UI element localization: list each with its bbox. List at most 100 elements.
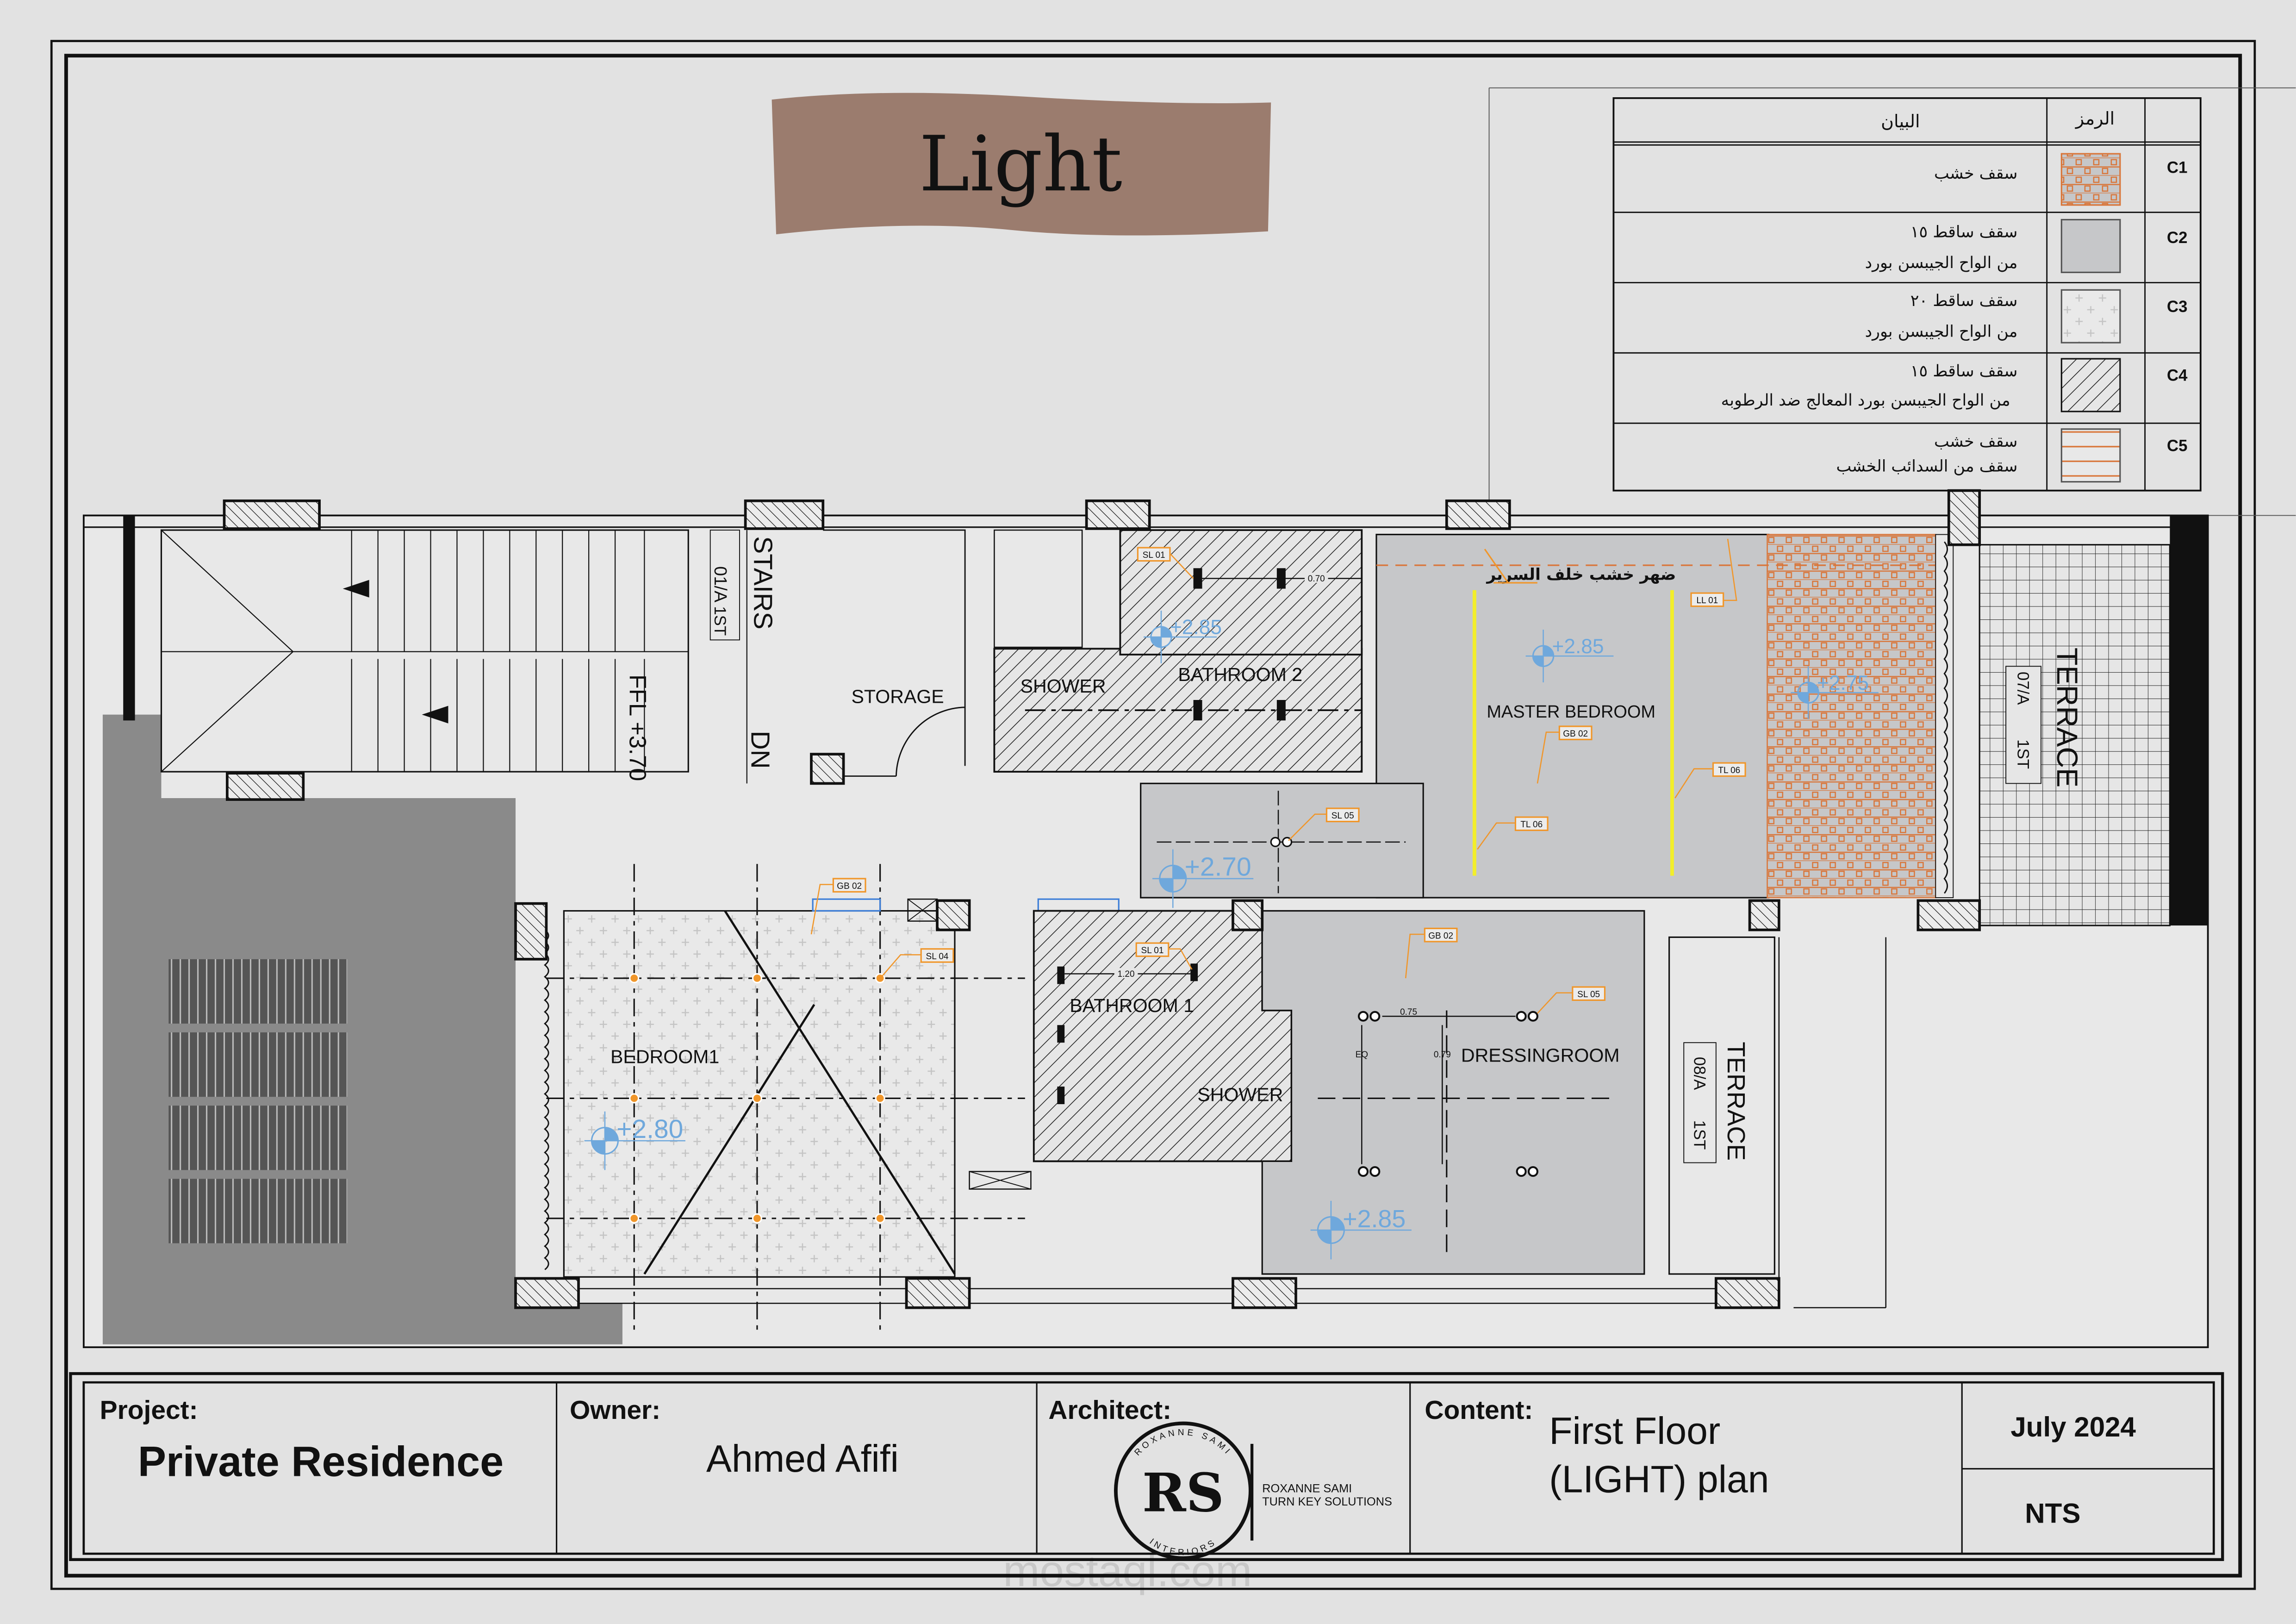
- legend-code: C2: [2167, 229, 2187, 247]
- bed-wall-note: ضهر خشب خلف السرير: [1486, 566, 1676, 584]
- spot-light: [1193, 568, 1202, 589]
- fixture-tag: TL 06: [1674, 762, 1746, 799]
- legend-swatch-c5: [2060, 428, 2121, 483]
- curtain: [543, 929, 549, 1270]
- content-line-2: (LIGHT) plan: [1549, 1458, 1769, 1500]
- sheet-title: Light: [919, 119, 1122, 208]
- master-bedroom-wood-ceiling-c1: [1767, 534, 1936, 899]
- stairs: 01/A 1ST STAIRS DN FFL +3.70: [160, 529, 778, 784]
- stair-arrow-icon: [422, 706, 448, 724]
- svg-text:GB 02: GB 02: [837, 881, 862, 891]
- fixture-tag: LL 01: [1690, 538, 1737, 607]
- fixture-tag: SL 01: [1137, 547, 1194, 579]
- elevation-marker: +2.80: [584, 1111, 685, 1170]
- legend-description: من الواح الجيبسن بورد المعالج ضد الرطوبه: [1721, 391, 2010, 410]
- legend-code: C1: [2167, 159, 2187, 176]
- legend-description: سقف ساقط ١٥: [1910, 362, 2018, 381]
- svg-text:+2.85: +2.85: [1170, 616, 1222, 639]
- terrace-east-ref-bottom: 1ST: [2014, 739, 2031, 769]
- legend-code: C4: [2167, 367, 2188, 384]
- content-line-1: First Floor: [1549, 1410, 1720, 1452]
- pendant-lights: [1357, 1011, 1538, 1177]
- legend-description: سقف خشب: [1934, 164, 2017, 183]
- bathroom-1-label: BATHROOM 1: [1070, 995, 1194, 1016]
- terrace-south: [1668, 936, 1775, 1275]
- svg-text:SL 05: SL 05: [1332, 811, 1354, 821]
- architect-tagline: TURN KEY SOLUTIONS: [1262, 1495, 1392, 1508]
- legend-description: من الواح الجيبسن بورد: [1865, 254, 2018, 272]
- legend-header-symbol: الرمز: [2075, 108, 2115, 129]
- bathroom-2-label: BATHROOM 2: [1178, 664, 1302, 685]
- stairs-ref-bottom: 1ST: [711, 606, 728, 636]
- fixture-tag: GB 02: [810, 878, 866, 935]
- elevation-marker: +2.70: [1152, 849, 1254, 908]
- project-label: Project:: [100, 1395, 198, 1425]
- terrace-south-label: TERRACE: [1722, 1042, 1750, 1161]
- svg-text:GB 02: GB 02: [1563, 729, 1588, 739]
- dimension-label: 1.20: [1118, 969, 1135, 979]
- fixture-tag: SL 05: [1537, 986, 1606, 1014]
- svg-text:LL 01: LL 01: [1696, 596, 1718, 606]
- terrace-east-label: TERRACE: [2051, 648, 2083, 787]
- content-label: Content:: [1425, 1395, 1533, 1425]
- legend-swatch-c3: [2060, 289, 2121, 344]
- elevation-marker: +2.85: [1144, 611, 1222, 663]
- vent-grille: [168, 959, 348, 1024]
- fixture-tag: GB 02: [1405, 927, 1458, 979]
- vent-grille: [168, 1179, 348, 1243]
- ceiling-legend: البيان الرمز C1 سقف خشب C2 سقف ساقط ١٥ م…: [1612, 97, 2202, 492]
- storage-label: STORAGE: [851, 686, 944, 707]
- elevation-marker: +2.85: [1310, 1200, 1412, 1260]
- curtain: [1943, 541, 1948, 894]
- ffl-label: FFL +3.70: [625, 675, 651, 781]
- spot-light: [1270, 837, 1281, 847]
- dimension-label: EQ: [1356, 1050, 1368, 1060]
- storage-walls: [823, 529, 966, 777]
- master-bedroom-label: MASTER BEDROOM: [1487, 702, 1655, 722]
- owner-label: Owner:: [570, 1395, 660, 1425]
- ceiling-elevation-markers: +2.85 +2.85 +2.75 +2.70 +2.80 +2.85: [584, 611, 1879, 1260]
- dimension-label: 0.70: [1308, 574, 1325, 584]
- sheet-title-banner: Light: [772, 93, 1271, 236]
- terrace-east-ref-top: 07/A: [2014, 672, 2031, 705]
- svg-text:TL 06: TL 06: [1718, 766, 1740, 775]
- stairs-dn-label: DN: [745, 731, 775, 768]
- floor-plan: 01/A 1ST STAIRS DN FFL +3.70 STORAGE 0.7…: [82, 489, 2209, 1349]
- shower-1-label: SHOWER: [1197, 1084, 1283, 1106]
- svg-text:TL 06: TL 06: [1520, 820, 1543, 830]
- architect-name: ROXANNE SAMI: [1262, 1482, 1352, 1495]
- legend-code: C5: [2167, 437, 2187, 455]
- fixture-tags: SL 01 LL 01 GB 02 TL 06 TL 06 SL 05 GB 0…: [810, 538, 1746, 1014]
- svg-text:+2.80: +2.80: [616, 1114, 683, 1144]
- fixture-tag: SL 04: [881, 948, 954, 977]
- fixture-tag: SL 01: [1135, 942, 1193, 970]
- svg-text:+2.85: +2.85: [1343, 1205, 1406, 1233]
- elevation-marker: +2.85: [1525, 630, 1614, 683]
- dimension-label: 0.79: [1434, 1050, 1451, 1060]
- structural-columns: [223, 489, 1981, 1309]
- dressing-room-label: DRESSINGROOM: [1461, 1044, 1620, 1066]
- legend-swatch-c1: [2060, 153, 2121, 206]
- legend-header-description: البيان: [1881, 111, 1920, 131]
- watermark: mostaql.com: [1003, 1547, 1252, 1596]
- svg-text:SL 04: SL 04: [926, 952, 949, 962]
- inner-frame: [64, 54, 2242, 1578]
- legend-description: سقف خشب: [1934, 432, 2017, 451]
- svg-text:+2.70: +2.70: [1185, 852, 1251, 882]
- svg-text:SL 05: SL 05: [1577, 990, 1600, 999]
- shower-2-label: SHOWER: [1020, 675, 1106, 697]
- legend-description: سقف من السدائب الخشب: [1836, 457, 2017, 476]
- led-strip: [1472, 590, 1674, 876]
- drawing-scale: NTS: [2025, 1498, 2080, 1529]
- owner-name: Ahmed Afifi: [706, 1438, 899, 1480]
- fixture-tag: TL 06: [1477, 816, 1549, 850]
- outer-frame: [50, 40, 2256, 1590]
- legend-swatch-c2: [2060, 219, 2121, 273]
- svg-text:GB 02: GB 02: [1428, 931, 1453, 941]
- dressing-room-ceiling-c2: [1261, 910, 1645, 1275]
- stairs-ref-top: 01/A: [710, 566, 730, 603]
- elevation-marker: +2.75: [1791, 666, 1879, 719]
- svg-text:+2.75: +2.75: [1817, 672, 1869, 694]
- title-block: Project: Private Residence Owner: Ahmed …: [69, 1372, 2224, 1561]
- fixture-tag: GB 02: [1537, 725, 1593, 784]
